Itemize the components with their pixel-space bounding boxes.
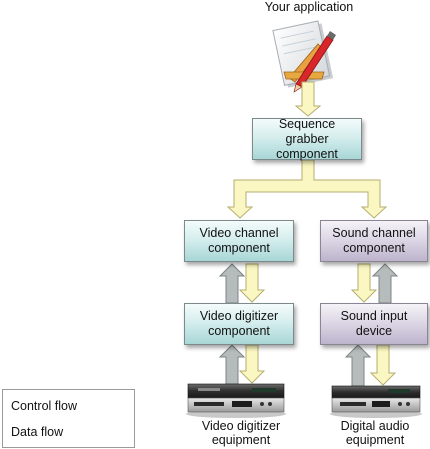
control-arrow-video-channel-down <box>238 263 266 303</box>
sound-input-box: Sound input device <box>320 303 428 345</box>
sequence-grabber-box: Sequence grabber component <box>252 116 362 161</box>
app-label: Your application <box>264 0 354 14</box>
sound-channel-line-1: Sound channel <box>332 226 416 240</box>
audio-device-icon <box>330 385 422 418</box>
audio-equipment-line-1: Digital audio <box>340 419 410 433</box>
sound-input-line-2: device <box>355 324 393 338</box>
vcr-device-icon <box>186 383 286 418</box>
control-arrow-video-digitizer-down <box>238 344 266 384</box>
video-digitizer-box: Video digitizer component <box>184 303 294 345</box>
legend-data-flow-label: Data flow <box>11 425 64 439</box>
audio-equipment-label: Digital audio equipment <box>322 419 428 447</box>
sound-channel-box: Sound channel component <box>320 220 428 262</box>
video-equipment-line-2: equipment <box>211 433 271 447</box>
legend: Control flow Data flow <box>2 389 135 448</box>
sound-channel-line-2: component <box>343 241 405 255</box>
control-arrow-sound-channel-down <box>350 263 378 303</box>
control-connector-grabber-split <box>226 159 388 219</box>
video-digitizer-line-1: Video digitizer <box>199 309 279 323</box>
video-equipment-line-1: Video digitizer <box>201 419 281 433</box>
control-connector-app-to-grabber <box>294 81 322 117</box>
video-channel-line-1: Video channel <box>199 226 279 240</box>
control-arrow-sound-input-down <box>369 344 397 386</box>
application-icon <box>272 20 336 93</box>
video-digitizer-line-2: component <box>208 324 270 338</box>
data-arrow-sound-channel-up <box>371 263 399 304</box>
video-channel-line-2: component <box>208 241 270 255</box>
sequence-grabber-line-1: Sequence <box>278 116 336 131</box>
sequence-grabber-line-2: grabber component <box>276 131 338 161</box>
video-equipment-label: Video digitizer equipment <box>186 419 296 447</box>
data-arrow-sound-input-up <box>344 344 372 387</box>
legend-control-flow-label: Control flow <box>11 399 77 413</box>
sound-input-line-1: Sound input <box>340 309 408 323</box>
data-arrow-video-channel-up <box>218 263 246 304</box>
video-channel-box: Video channel component <box>184 220 294 262</box>
audio-equipment-line-2: equipment <box>345 433 405 447</box>
data-arrow-video-digitizer-up <box>218 344 246 385</box>
